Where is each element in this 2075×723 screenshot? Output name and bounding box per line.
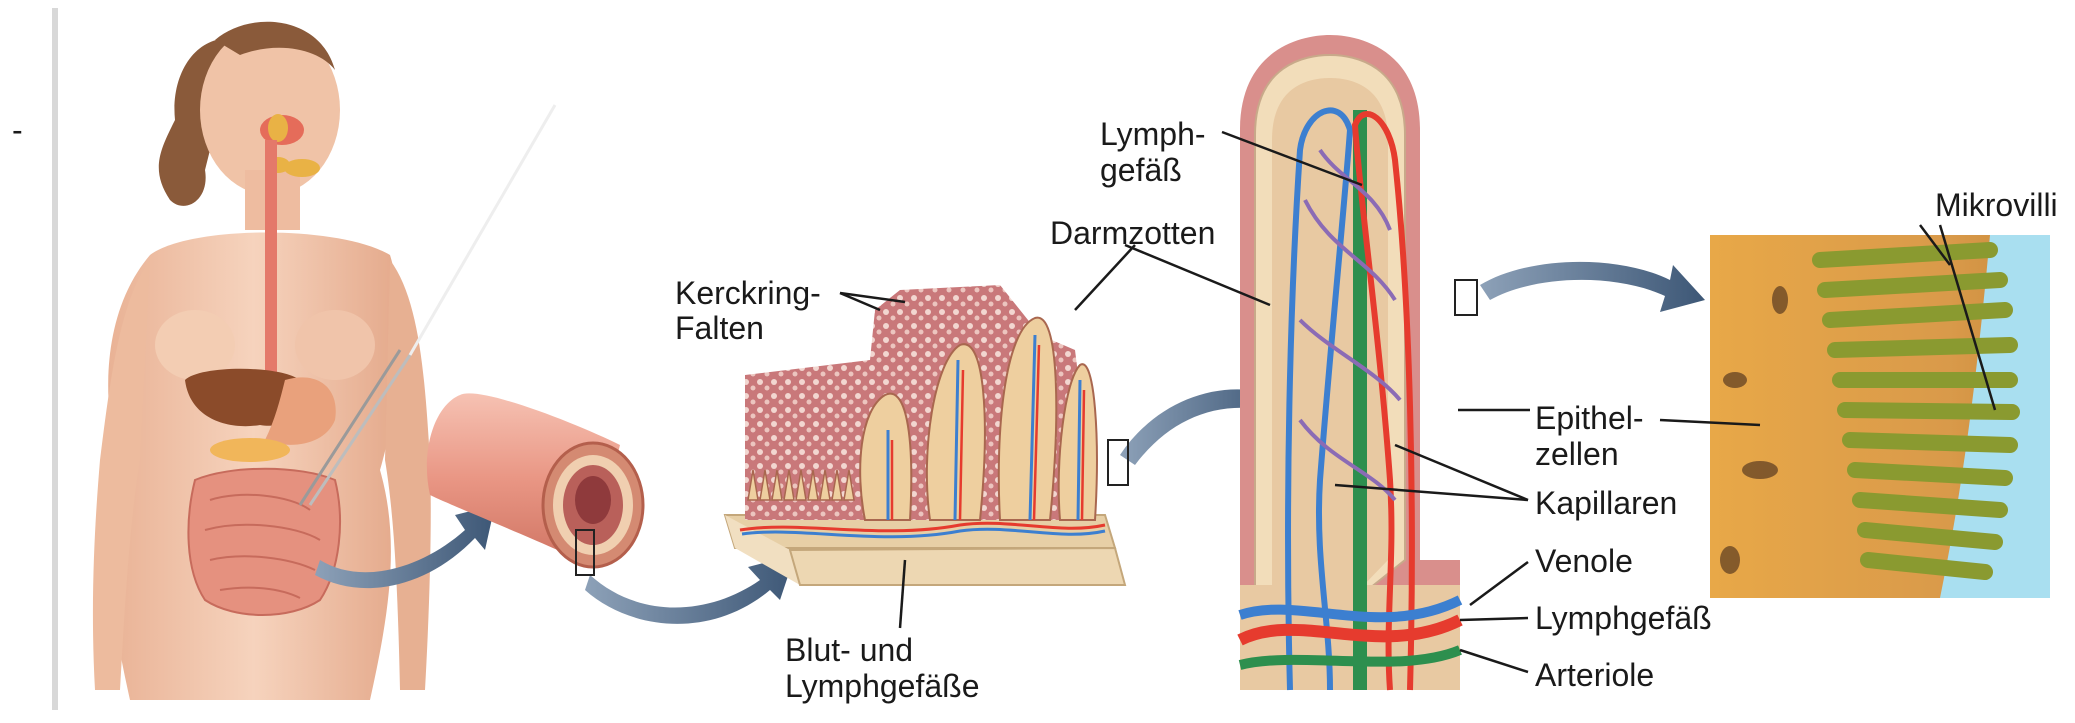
label-kerckring-line1: Kerckring- [675,275,821,311]
microvilli-micrograph [1710,235,2050,598]
label-mikrovilli: Mikrovilli [1935,187,2058,223]
dash-mark: - [12,112,23,148]
label-lymph-top-line2: gefäß [1100,152,1182,188]
arrow-4 [1480,262,1705,312]
intestinal-wall-block [725,285,1128,585]
label-kerckring-line2: Falten [675,310,764,346]
label-arteriole: Arteriole [1535,657,1654,693]
villus-detail [1240,35,1477,690]
label-epithel-line2: zellen [1535,436,1619,472]
label-kapillaren: Kapillaren [1535,485,1677,521]
label-darmzotten: Darmzotten [1050,215,1215,251]
wall-zoom-box [1108,440,1128,485]
villus-zoom-box [1455,280,1477,315]
label-blut-line1: Blut- und [785,632,913,668]
label-venole: Venole [1535,543,1633,579]
label-epithel-line1: Epithel- [1535,400,1644,436]
label-blut-line2: Lymphgefäße [785,668,979,704]
left-border [52,8,58,710]
arrow-2 [585,555,795,624]
label-lymphgefaess: Lymphgefäß [1535,600,1712,636]
label-lymph-top-line1: Lymph- [1100,116,1206,152]
human-figure [93,22,555,700]
